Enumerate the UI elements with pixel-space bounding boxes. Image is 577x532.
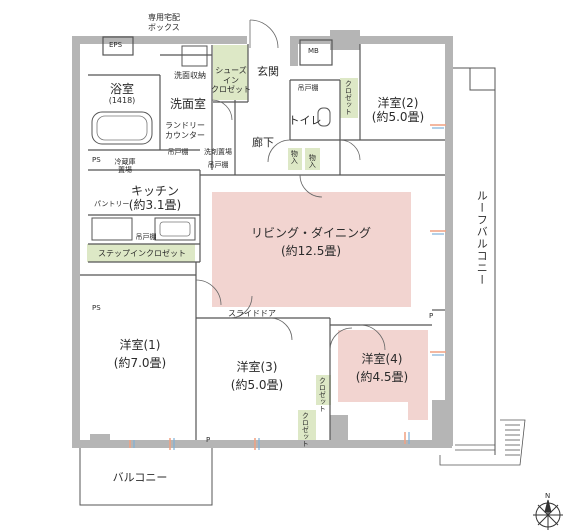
living-label: リビング・ダイニング (約12.5畳) [251,226,371,259]
stove [91,217,133,241]
interior-walls [80,36,445,440]
p-label-bottom: P [206,436,211,444]
north-compass [533,499,563,530]
room4-label: 洋室(4) (約4.5畳) [356,352,408,385]
closet-fills [87,45,358,440]
closet-label-room3a: クロゼット [318,377,327,412]
delivery-box-line1: 専用宅配 [148,13,180,22]
ps-label-room3: PS [92,304,101,312]
window-markers [129,124,446,450]
room1-label: 洋室(1) (約7.0畳) [114,338,166,371]
kitchen-name: キッチン [130,184,180,198]
room3-size: (約5.0畳) [230,378,284,393]
outer-walls [72,30,453,448]
living-size: (約12.5畳) [280,244,342,259]
delivery-box-line2: ボックス [148,22,180,32]
bathtub-inner [96,115,148,141]
hanging-shelf-toilet: 吊戸棚 [297,84,319,92]
shoes-closet-line2: イン [223,75,239,85]
kitchen-label: キッチン (約3.1畳) [129,184,181,213]
room1-name: 洋室(1) [119,338,161,352]
fridge-line2: 置場 [118,166,132,175]
washroom-label: 洗面室 [169,97,207,111]
fridge-line1: 冷蔵庫 [114,158,136,166]
detergent-label: 洗剤置場 [204,148,232,156]
closet-label-room2: クロゼット [344,80,353,115]
entrance-label: 玄関 [257,65,279,78]
toilet-label: トイレ [288,114,322,127]
bathtub [91,111,153,145]
wash-basin [181,45,208,67]
window-markers-blue [133,127,444,450]
living-name: リビング・ダイニング [250,226,372,240]
room2-name: 洋室(2) [377,96,419,110]
room4-name: 洋室(4) [361,352,403,366]
room1-size: (約7.0畳) [113,356,167,371]
roof-balcony-label: ルーフバルコニー [475,190,489,286]
hanging-shelf-hall: 吊戸棚 [207,161,229,169]
shoes-closet-label: シューズ イン クロゼット [211,66,251,95]
room3-name: 洋室(3) [236,360,278,374]
laundry-counter-line1: ランドリー [165,121,205,130]
bathroom-name: 浴室 [109,82,135,96]
shoes-closet-line1: シューズ [215,66,247,75]
fridge-label: 冷蔵庫 置場 [115,158,136,175]
pantry-label: パントリー [94,200,130,208]
washroom-storage-label: 洗面収納 [174,71,206,80]
toilet-fixture [317,107,331,127]
roof-balcony-railing [439,419,526,466]
kitchen-size: (約3.1畳) [128,198,182,213]
closet-label-room3b: クロゼット [301,412,310,447]
eps-label: EPS [109,41,123,49]
roof-balcony-outline [452,67,496,455]
living-dining-fill [212,192,411,307]
room4-size: (約4.5畳) [355,370,409,385]
room4-fill [338,330,428,420]
hanging-shelf-kitchen: 吊戸棚 [135,233,157,241]
balcony-outline [79,445,213,506]
ps-label-kitchen: PS [92,156,101,164]
shoes-closet-line3: クロゼット [211,85,251,95]
p-label-right: P [429,312,434,320]
door-swings [195,19,386,351]
north-label: N [545,492,551,500]
hallway-label: 廊下 [252,136,274,149]
delivery-box-label: 専用宅配 ボックス [148,13,180,32]
bathroom-label: 浴室 (1418) [109,82,136,106]
storage-label-1: 物入 [290,150,299,164]
balcony-label: バルコニー [112,471,168,484]
room2-label: 洋室(2) (約5.0畳) [372,96,424,125]
bathroom-size: (1418) [108,96,136,106]
slide-door-label: スライドドア [228,309,276,318]
step-in-closet-label: ステップインクロゼット [98,249,186,258]
laundry-counter-line2: カウンター [165,130,205,140]
hanging-shelf-washroom: 吊戸棚 [167,148,189,156]
room3-label: 洋室(3) (約5.0畳) [231,360,283,393]
kitchen-sink-inner [159,221,191,237]
storage-label-2: 物入 [308,154,317,168]
mb-label: MB [308,47,319,55]
laundry-counter-label: ランドリー カウンター [165,121,205,140]
kitchen-sink [154,217,196,241]
room2-size: (約5.0畳) [371,110,425,125]
